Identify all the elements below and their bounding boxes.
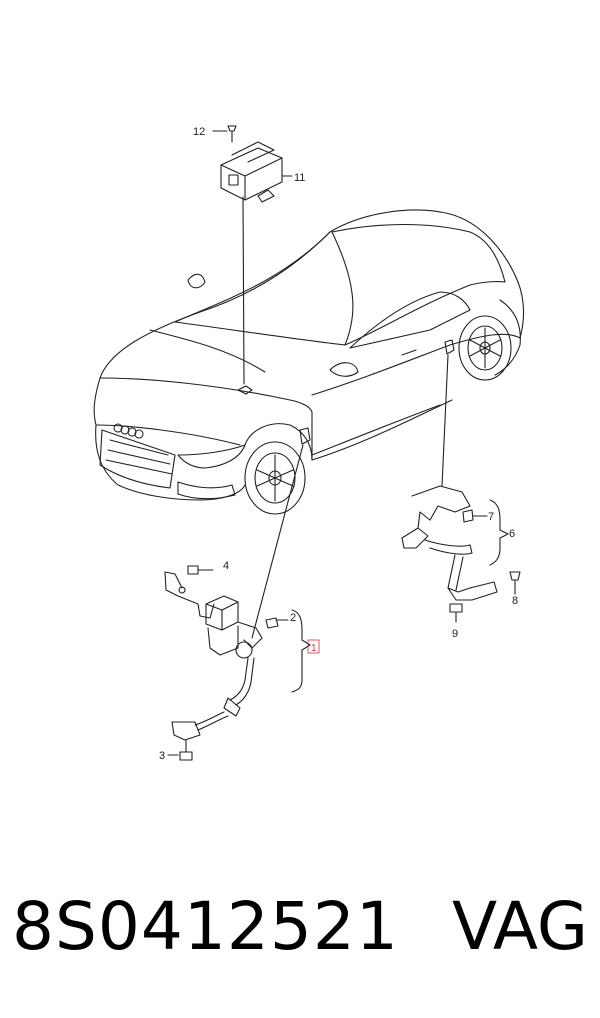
callout-1: 1 <box>311 643 317 654</box>
car-illustration <box>93 209 525 515</box>
callout-2: 2 <box>290 612 296 624</box>
highlight-box <box>307 639 320 654</box>
brand-label: VAG <box>451 888 588 965</box>
callout-4: 4 <box>223 560 229 572</box>
front-level-sensor-assembly <box>164 427 311 761</box>
parts-diagram: 12 11 7 6 8 9 4 2 1 3 <box>93 125 525 762</box>
callout-7: 7 <box>488 511 494 523</box>
screw-part-12 <box>212 125 237 143</box>
callout-8: 8 <box>512 595 518 607</box>
leader-line-module <box>242 196 245 385</box>
callout-6: 6 <box>509 528 515 540</box>
callout-12: 12 <box>193 126 205 138</box>
callout-3: 3 <box>159 750 165 762</box>
callout-11: 11 <box>294 172 305 184</box>
part-number: 8S0412521 <box>12 888 399 965</box>
control-module-part-11 <box>220 141 293 203</box>
rear-level-sensor-assembly <box>401 339 521 623</box>
callout-9: 9 <box>452 628 458 640</box>
